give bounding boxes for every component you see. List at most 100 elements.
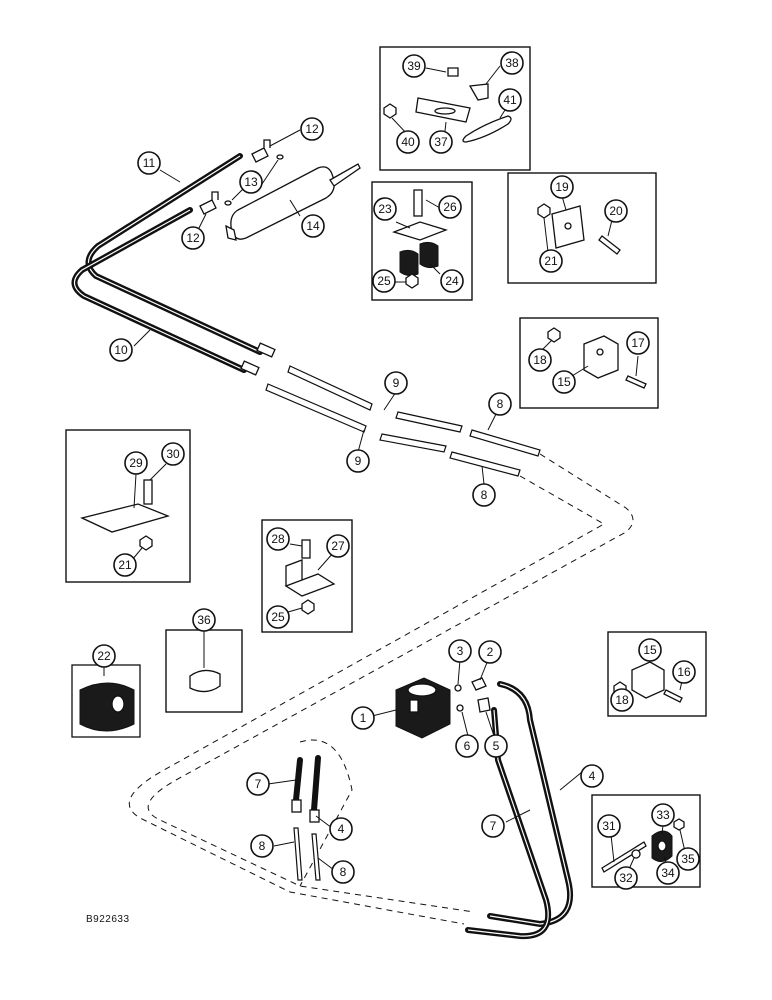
callout-8-upper: 8	[488, 392, 512, 416]
svg-text:10: 10	[114, 343, 128, 357]
callout-18-lower: 18	[610, 688, 634, 712]
callout-35: 35	[676, 847, 700, 871]
bracket-slot-37	[434, 107, 456, 115]
svg-text:18: 18	[533, 353, 547, 367]
svg-text:13: 13	[244, 175, 258, 189]
callout-21-upper: 21	[539, 249, 563, 273]
nut-25-lower	[301, 599, 315, 615]
svg-text:18: 18	[615, 693, 629, 707]
svg-text:7: 7	[490, 819, 497, 833]
callout-1: 1	[351, 706, 375, 730]
svg-text:35: 35	[681, 852, 695, 866]
drawing-number: B922633	[86, 914, 130, 925]
callout-15-lower: 15	[638, 638, 662, 662]
callout-4-right: 4	[580, 764, 604, 788]
callout-19: 19	[550, 175, 574, 199]
routing-path	[147, 453, 634, 913]
cylinder-rod	[329, 163, 361, 187]
callout-8-mid: 8	[472, 483, 496, 507]
nut-35	[673, 818, 685, 831]
svg-text:17: 17	[631, 336, 645, 350]
callout-5: 5	[484, 734, 508, 758]
callout-2: 2	[478, 640, 502, 664]
bolt-28	[301, 539, 311, 559]
svg-text:28: 28	[271, 532, 285, 546]
callout-20: 20	[604, 199, 628, 223]
callout-25-upper: 25	[372, 269, 396, 293]
cylinder-14	[230, 166, 335, 240]
callout-38: 38	[500, 51, 524, 75]
svg-text:39: 39	[407, 59, 421, 73]
block-15-lower	[631, 661, 665, 699]
callout-26: 26	[438, 195, 462, 219]
callout-10: 10	[109, 338, 133, 362]
svg-text:8: 8	[259, 839, 266, 853]
svg-text:40: 40	[401, 135, 415, 149]
svg-text:7: 7	[255, 777, 262, 791]
nut-40	[383, 103, 397, 119]
callout-31: 31	[597, 814, 621, 838]
callout-7-left: 7	[246, 772, 270, 796]
o-ring-13-lower	[224, 200, 232, 206]
svg-text:23: 23	[378, 202, 392, 216]
tube-8-left-b	[311, 833, 321, 881]
svg-text:4: 4	[589, 769, 596, 783]
svg-text:29: 29	[129, 456, 143, 470]
bolt-30	[143, 479, 153, 505]
callout-17: 17	[626, 331, 650, 355]
o-ring-3	[454, 684, 462, 692]
o-ring-6	[456, 704, 464, 712]
callout-39: 39	[402, 54, 426, 78]
svg-text:8: 8	[340, 865, 347, 879]
callout-28: 28	[266, 527, 290, 551]
callout-40: 40	[396, 130, 420, 154]
tube-9-upper	[287, 365, 373, 411]
callout-12-lower: 12	[181, 226, 205, 250]
svg-text:22: 22	[97, 649, 111, 663]
svg-text:31: 31	[602, 819, 616, 833]
bolt-39	[447, 67, 459, 77]
svg-text:20: 20	[609, 204, 623, 218]
callout-24: 24	[440, 269, 464, 293]
bolt-20	[598, 235, 621, 255]
callout-34: 34	[656, 861, 680, 885]
block-22	[79, 682, 135, 732]
svg-text:1: 1	[360, 711, 367, 725]
svg-text:4: 4	[338, 822, 345, 836]
elbow-fitting-2	[471, 677, 487, 691]
callout-37: 37	[429, 130, 453, 154]
svg-text:34: 34	[661, 866, 675, 880]
tube-8-left-a	[293, 827, 303, 881]
svg-text:11: 11	[143, 156, 156, 170]
hose-10	[71, 207, 247, 373]
block-15	[583, 335, 619, 379]
nut-18	[547, 327, 561, 343]
svg-text:8: 8	[497, 397, 504, 411]
clamp-half-24b	[419, 241, 439, 269]
svg-text:3: 3	[457, 644, 464, 658]
callout-8-left: 8	[250, 834, 274, 858]
tube-9-lower-b	[379, 433, 447, 453]
svg-text:21: 21	[544, 254, 558, 268]
callout-29: 29	[124, 451, 148, 475]
clamp-half-24a	[399, 249, 419, 277]
callout-27: 27	[326, 534, 350, 558]
bushing-36	[189, 669, 221, 693]
svg-text:16: 16	[677, 665, 691, 679]
elbow-fitting-5	[477, 697, 491, 713]
bracket-27	[284, 559, 336, 597]
svg-text:26: 26	[443, 200, 457, 214]
tube-8-upper	[469, 429, 541, 457]
hose-4-end	[311, 755, 321, 813]
plate-29	[80, 503, 171, 533]
callout-18-upper: 18	[528, 348, 552, 372]
bolt-16	[663, 689, 683, 703]
tube-8-lower	[449, 451, 521, 477]
svg-text:12: 12	[305, 122, 319, 136]
svg-text:14: 14	[306, 219, 320, 233]
svg-text:30: 30	[166, 447, 180, 461]
elbow-fitting-12-lower	[199, 191, 219, 215]
callout-13: 13	[239, 170, 263, 194]
elbow-fitting-12-upper	[251, 139, 271, 163]
svg-text:8: 8	[481, 488, 488, 502]
